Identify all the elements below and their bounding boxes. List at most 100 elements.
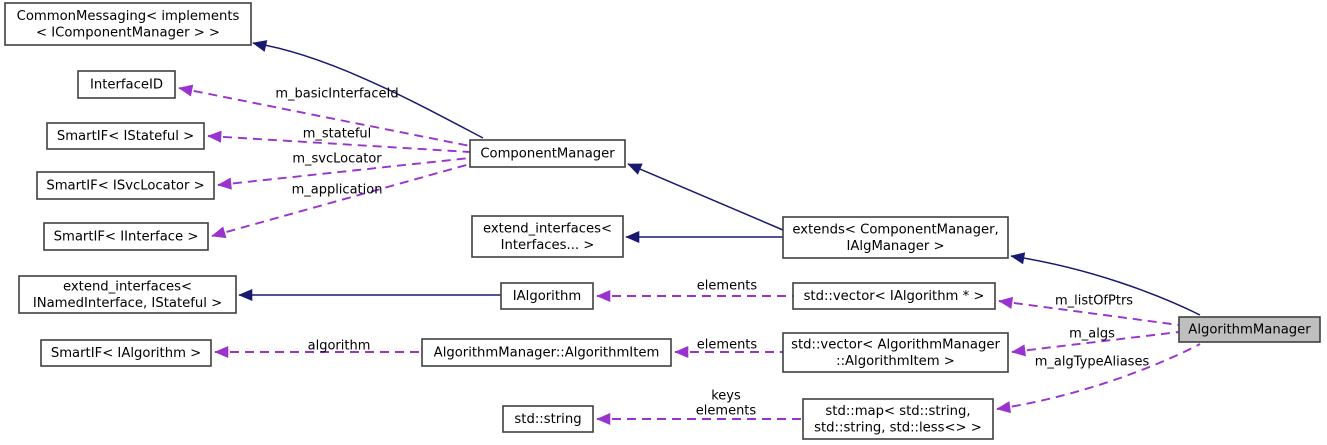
class-node-label: AlgorithmManager::AlgorithmItem [434,346,660,361]
inheritance-edge [1010,255,1201,316]
inheritance-edge [252,42,484,139]
class-node-algorithmmanager-algorithmitem[interactable]: AlgorithmManager::AlgorithmItem [421,338,672,367]
class-node-interface-id[interactable]: InterfaceID [77,70,176,99]
class-node-label: IAlgManager > [847,239,945,254]
class-node-label: InterfaceID [90,78,163,93]
class-node-label: < IComponentManager > > [36,25,220,40]
class-node-map-string-string-less[interactable]: std::map< std::string,std::string, std::… [802,398,994,440]
class-node-label: std::vector< AlgorithmManager [791,337,1000,352]
edge-extends-algorithmmanager [1010,252,1201,316]
edge-label-m-stateful: m_stateful [303,127,372,142]
class-node-label: AlgorithmManager [1188,323,1311,338]
usage-arrowhead-icon [207,130,222,143]
class-node-smartif-iinterface[interactable]: SmartIF< IInterface > [43,222,209,251]
class-node-label: SmartIF< IStateful > [57,129,194,144]
class-node-extend-interfaces-variadic[interactable]: extend_interfaces<Interfaces... > [471,215,624,258]
class-node-component-manager[interactable]: ComponentManager [469,139,626,168]
class-node-label: SmartIF< IAlgorithm > [51,346,201,361]
usage-arrowhead-icon [214,345,229,359]
edge-label-m-basicinterfaceid: m_basicInterfaceId [275,87,398,102]
edge-label-m-application: m_application [292,183,383,198]
usage-arrowhead-icon [596,289,611,303]
class-node-smartif-isvclocator[interactable]: SmartIF< ISvcLocator > [36,171,215,200]
usage-edge [217,157,471,186]
nodes-layer: CommonMessaging< implements< IComponentM… [4,2,1321,440]
class-node-vector-algorithmitem[interactable]: std::vector< AlgorithmManager::Algorithm… [782,332,1009,373]
class-node-vector-ialgorithm-ptr[interactable]: std::vector< IAlgorithm * > [792,282,996,310]
inheritance-arrowhead-icon [1010,252,1026,265]
edge-smartifistateful-componentmanager [207,130,471,153]
edge-smartifialgorithm-algitem [214,345,422,359]
class-node-extend-interfaces-named-stateful[interactable]: extend_interfaces< INamedInterface, IStat… [18,275,237,314]
class-node-label: ::AlgorithmItem > [836,354,955,369]
usage-arrowhead-icon [178,84,194,97]
class-node-label: extends< ComponentManager, [792,222,998,237]
class-node-label: IAlgorithm [513,289,581,304]
inheritance-edge [627,163,784,231]
class-node-label: std::map< std::string, [825,404,970,419]
usage-arrowhead-icon [1011,344,1026,357]
class-node-common-messaging[interactable]: CommonMessaging< implements< IComponentM… [4,2,252,46]
class-node-label: INamedInterface, IStateful > [33,296,222,311]
class-node-box[interactable] [40,339,212,367]
usage-arrowhead-icon [996,401,1012,414]
edge-componentmanager-extends [627,163,784,231]
inheritance-arrowhead-icon [252,40,268,52]
class-node-box[interactable] [36,171,215,200]
edge-label-elements-map: elements [696,404,757,419]
edge-label-keys: keys [711,389,741,404]
edge-label-m-svclocator: m_svcLocator [292,152,382,167]
edge-label-elements-vector-algitem: elements [697,338,758,353]
class-node-std-string[interactable]: std::string [502,405,594,433]
class-node-box[interactable] [782,332,1009,373]
usage-edge [996,343,1201,410]
usage-edge [178,87,471,147]
class-node-box[interactable] [421,338,672,367]
usage-arrowhead-icon [674,345,689,359]
class-node-box[interactable] [792,282,996,310]
edge-algitem-vectoralgitem [674,345,783,359]
class-node-smartif-ialgorithm[interactable]: SmartIF< IAlgorithm > [40,339,212,367]
class-node-label: std::string, std::less<> > [814,420,982,435]
class-node-box[interactable] [1178,316,1321,343]
class-node-box[interactable] [471,215,624,258]
edge-labels-layer: m_basicInterfaceId m_stateful m_svcLocator… [275,87,1149,419]
class-node-box[interactable] [469,139,626,168]
edge-stdstring-map [596,412,803,426]
class-node-label: std::string [514,412,581,427]
edge-label-m-listofptrs: m_listOfPtrs [1055,294,1133,309]
usage-edge [998,300,1180,326]
inheritance-arrowhead-icon [238,288,253,302]
edge-interfaceid-componentmanager [178,84,471,147]
edge-vectoralgitem-algorithmmanager [1011,331,1180,357]
class-node-box[interactable] [18,275,237,314]
class-node-ialgorithm[interactable]: IAlgorithm [500,282,594,310]
class-node-box[interactable] [46,122,205,150]
class-node-box[interactable] [502,405,594,433]
class-node-box[interactable] [43,222,209,251]
edge-smartifisvclocator-componentmanager [217,157,471,190]
edge-ialgorithm-vectorialg [596,289,793,303]
class-node-label: CommonMessaging< implements [17,9,240,24]
class-node-box[interactable] [500,282,594,310]
class-node-extends-componentmanager-ialgmanager[interactable]: extends< ComponentManager, IAlgManager > [782,216,1009,259]
class-node-algorithm-manager[interactable]: AlgorithmManager [1178,316,1321,343]
usage-edge [207,135,471,153]
usage-arrowhead-icon [217,177,232,190]
class-node-label: extend_interfaces< [63,279,192,294]
edge-label-algorithm: algorithm [308,339,371,354]
inheritance-arrowhead-icon [627,163,643,175]
usage-edge [211,163,471,237]
edge-commonmessaging-componentmanager [252,40,484,139]
edge-smartifiinterface-componentmanager [211,163,471,239]
class-node-smartif-istateful[interactable]: SmartIF< IStateful > [46,122,205,150]
inheritance-arrowhead-icon [625,230,640,244]
edge-map-algorithmmanager [996,343,1201,414]
class-node-box[interactable] [802,398,994,440]
class-node-box[interactable] [4,2,252,46]
class-node-box[interactable] [782,216,1009,259]
class-node-label: ComponentManager [480,147,615,162]
class-node-box[interactable] [77,70,176,99]
class-node-label: SmartIF< ISvcLocator > [46,179,204,194]
